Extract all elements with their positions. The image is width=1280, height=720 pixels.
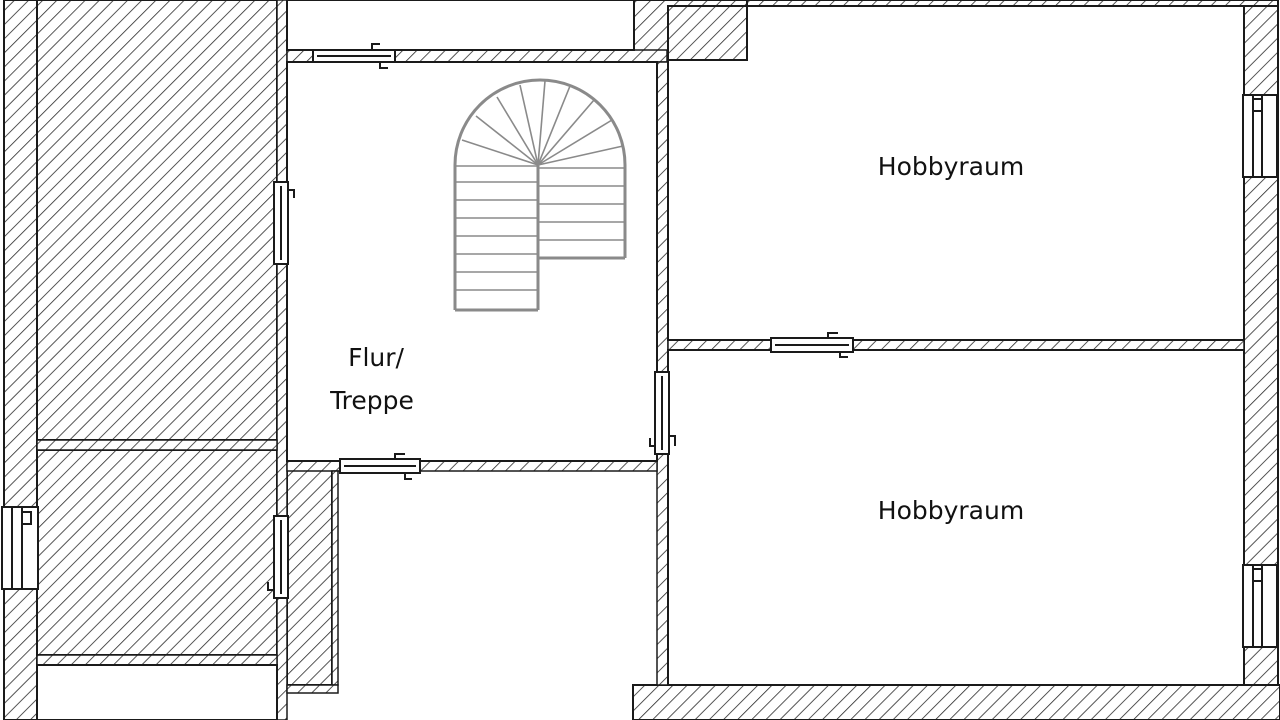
stair-arc-outer [453,78,627,310]
room-label-hobby-upper: Hobbyraum [878,152,1024,181]
windows [1,94,1278,648]
wall-bottom-exterior [632,684,1280,720]
door-left-lower [267,515,289,599]
door-hobby-divider [770,332,854,358]
wall-vertical-narrow [331,470,339,686]
window-right-upper [1242,94,1278,178]
wall-horizontal-left-divider [36,439,278,451]
window-left [1,506,39,590]
door-corridor-bottom [339,453,421,480]
wall-horizontal-hobby-divider [667,339,1245,351]
room-hobby-lower [667,349,1245,686]
interior-walls [36,0,1245,720]
stair-treads [455,80,625,291]
hatched-area-medium [36,449,278,656]
staircase [453,78,627,312]
wall-left-exterior [3,0,38,720]
door-top-corridor [312,43,396,69]
window-right-lower [1242,564,1278,648]
door-center-vertical [649,371,676,455]
room-bottom-left [36,664,278,720]
doors [267,43,854,599]
room-top-small [286,0,635,51]
wall-vertical-left [276,0,288,720]
wall-horizontal-narrow-bottom [286,684,339,694]
door-left-upper [273,181,295,265]
room-label-flur-line1: Flur/ [348,343,404,372]
hatched-area-narrow [286,469,333,686]
hatched-area-large [36,0,278,441]
wall-horizontal-left-bottom [36,654,278,666]
room-label-hobby-lower: Hobbyraum [878,496,1024,525]
room-label-flur-line2: Treppe [329,386,414,415]
